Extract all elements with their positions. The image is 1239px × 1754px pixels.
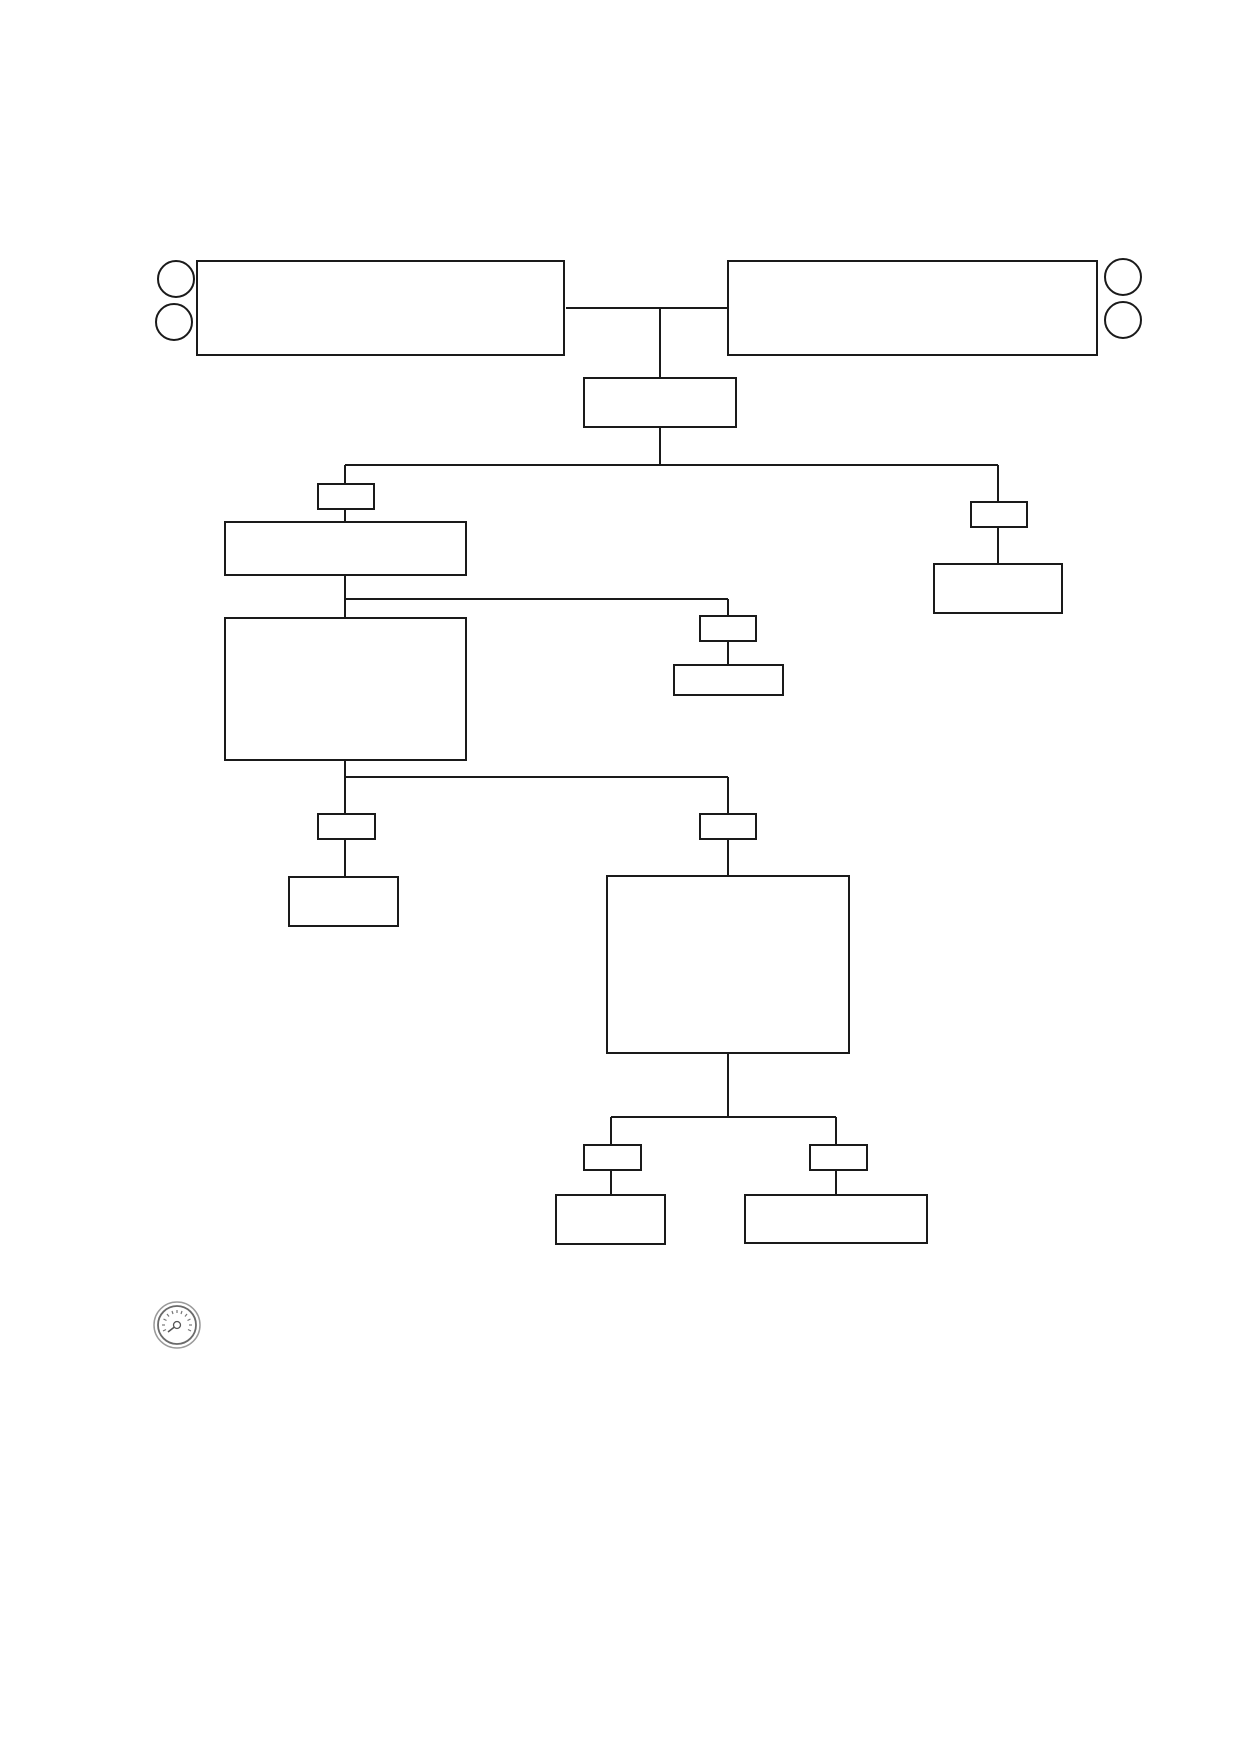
nodes [196, 260, 1098, 1245]
node-bottom-left-tag [583, 1144, 642, 1171]
side-circles [155, 258, 1142, 341]
node-top-left-box [196, 260, 565, 356]
connector-top-merge [566, 307, 728, 378]
node-middle-tag-2 [699, 813, 757, 840]
node-left-tag-1 [317, 483, 375, 510]
connectors [344, 307, 999, 1195]
node-left-tag-2 [317, 813, 376, 840]
node-middle-tag-1 [699, 615, 757, 642]
side-circle-left-lower [155, 303, 193, 341]
speedometer-icon [153, 1301, 201, 1349]
connector-level-4-bus [611, 1053, 836, 1118]
side-circle-right-upper [1104, 258, 1142, 296]
node-right-box-1 [933, 563, 1063, 614]
node-bottom-right-tag [809, 1144, 868, 1171]
node-bottom-left-box [555, 1194, 666, 1245]
node-middle-large-box [606, 875, 850, 1054]
connector-level-3-bus [344, 760, 728, 778]
node-bottom-right-box [744, 1194, 928, 1244]
node-center-box [583, 377, 737, 428]
node-top-right-box [727, 260, 1098, 356]
node-left-box-3 [288, 876, 399, 927]
node-right-tag-1 [970, 501, 1028, 528]
side-circle-right-lower [1104, 301, 1142, 339]
connector-level-2-bus [344, 575, 728, 618]
node-middle-box-1 [673, 664, 784, 696]
node-left-box-1 [224, 521, 467, 576]
node-left-box-2 [224, 617, 467, 761]
side-circle-left-upper [157, 260, 195, 298]
